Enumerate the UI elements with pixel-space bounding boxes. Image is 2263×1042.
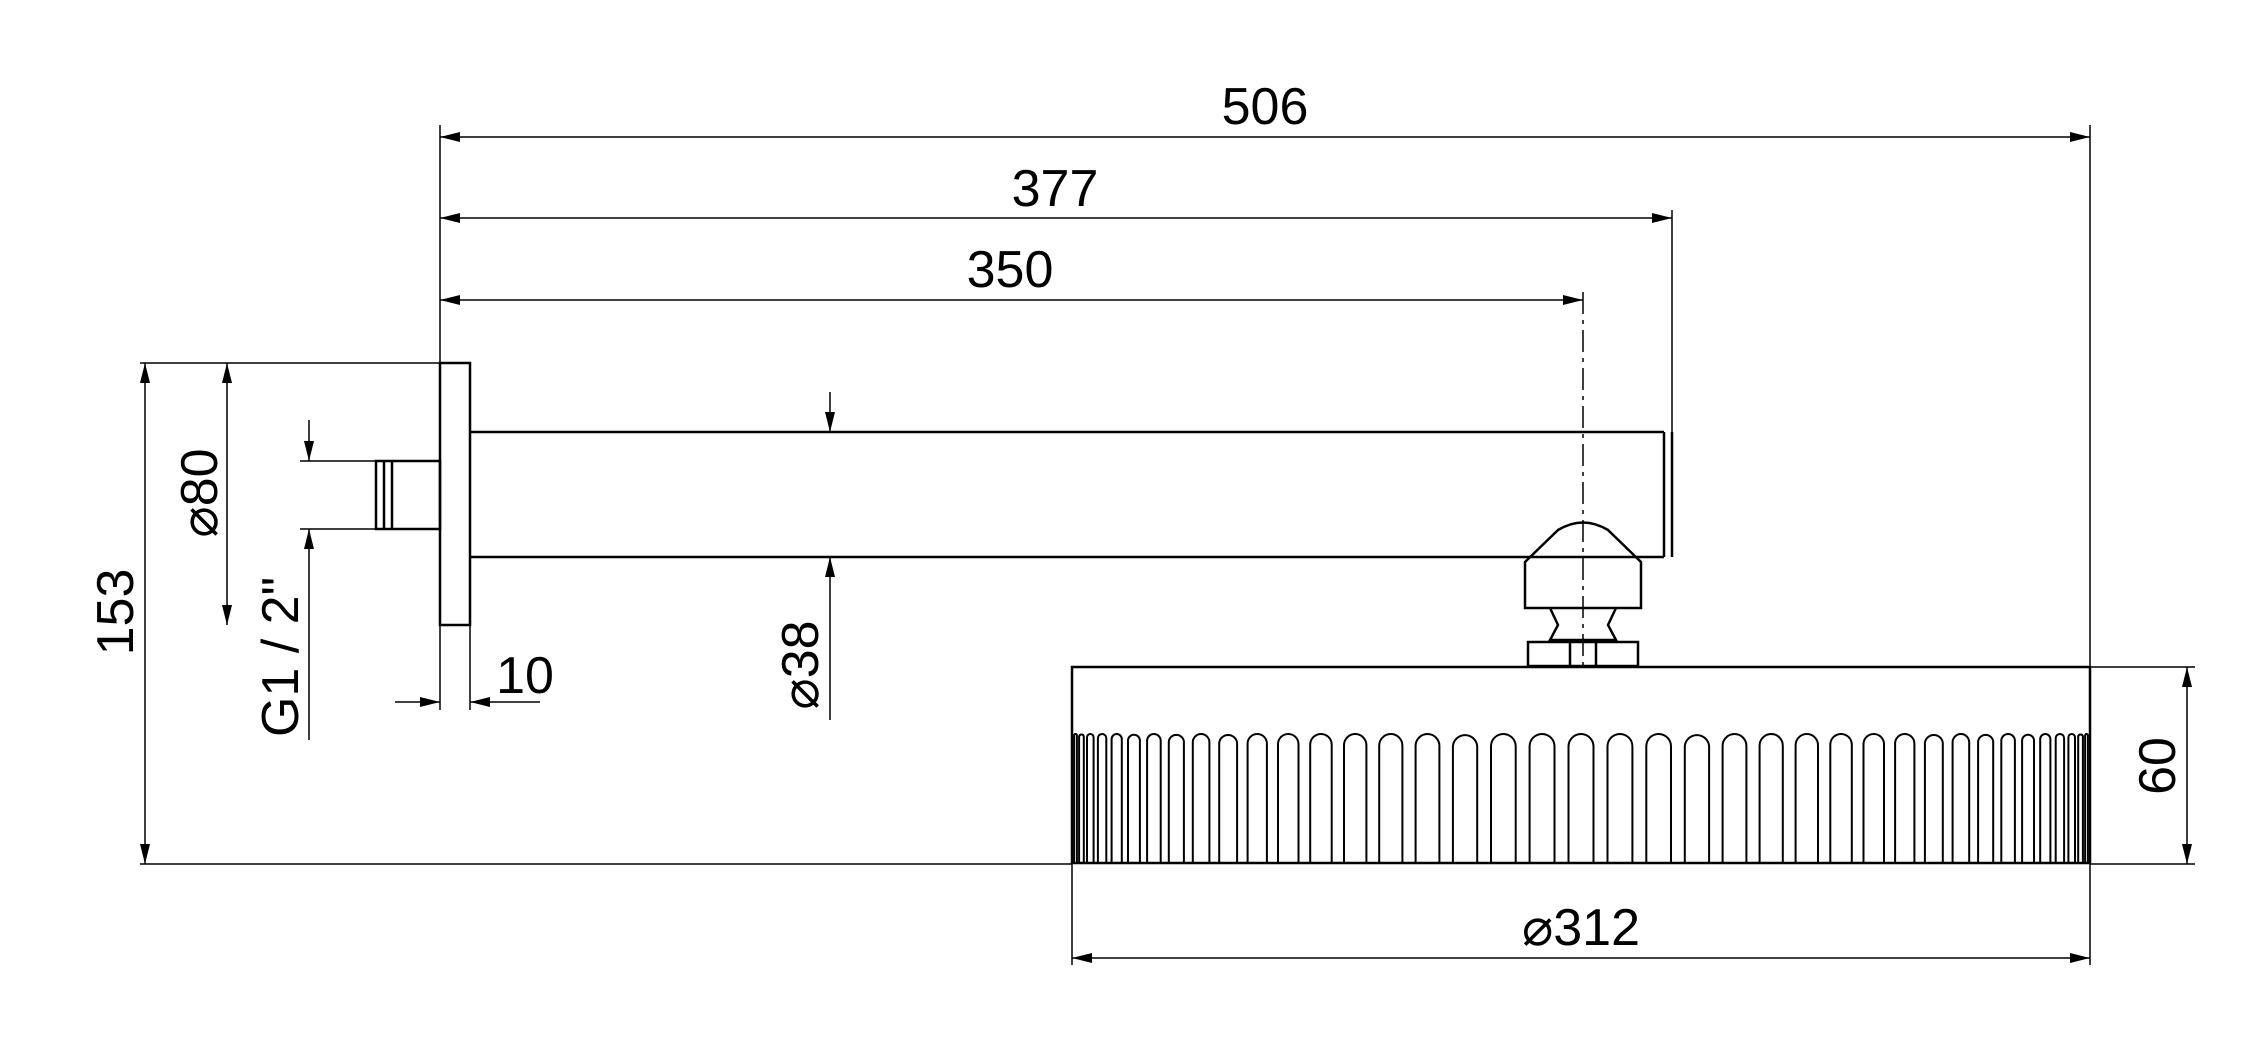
- dim-text-377: 377: [1012, 160, 1099, 218]
- dim-text-506: 506: [1222, 78, 1309, 136]
- shower-head-rib: [1683, 734, 1711, 864]
- shower-head-rib: [2067, 733, 2076, 864]
- shower-head-rib: [2021, 733, 2035, 864]
- shower-head-rib: [2077, 733, 2084, 864]
- shower-head-rib: [2054, 733, 2066, 864]
- shower-head-rib: [1567, 733, 1595, 864]
- shower-head-rib: [1167, 733, 1185, 864]
- shower-head-rib: [1127, 733, 1141, 864]
- dim-text-10: 10: [496, 647, 554, 705]
- dim-text-350: 350: [967, 241, 1054, 299]
- dim-text-312: ⌀312: [1522, 899, 1640, 957]
- shower-head-ribs: [1073, 732, 2089, 864]
- shower-head-rib: [2000, 733, 2016, 864]
- shower-head-rib: [1073, 733, 1078, 864]
- shower-head-rib: [1829, 733, 1853, 864]
- shower-head-rib: [1378, 733, 1404, 864]
- dim-text-80: ⌀80: [171, 448, 229, 537]
- shower-head-rib: [1794, 733, 1819, 864]
- wall-flange: [438, 361, 472, 627]
- shower-head-rib: [2084, 733, 2089, 864]
- dim-text-38: ⌀38: [772, 620, 830, 709]
- shower-head-rib: [1414, 733, 1441, 864]
- shower-head-rib: [1721, 733, 1748, 864]
- shower-head-rib: [1343, 733, 1368, 864]
- shower-head-rib: [1086, 733, 1095, 864]
- shower-head-rib: [1309, 733, 1333, 864]
- shower-head-rib: [1977, 733, 1995, 864]
- shower-arm: [470, 430, 1674, 559]
- shower-head-rib: [1528, 732, 1556, 864]
- shower-head-rib: [1758, 733, 1784, 864]
- shower-head-rib: [1894, 732, 1916, 864]
- shower-head-rib: [1490, 732, 1517, 864]
- dim-text-thread: G1 / 2": [252, 577, 310, 737]
- shower-head-rib: [1923, 734, 1944, 864]
- shower-head-rib: [2039, 733, 2052, 864]
- shower-head-rib: [1191, 733, 1211, 864]
- shower-head-rib: [1277, 733, 1300, 864]
- shower-head-rib: [1078, 733, 1085, 864]
- shower-head-rib: [1606, 732, 1634, 864]
- shower-head-rib: [1246, 732, 1268, 864]
- shower-head-rib: [1146, 733, 1162, 864]
- dim-text-60: 60: [2129, 737, 2187, 795]
- shower-head-rib: [1218, 734, 1239, 864]
- shower-head-rib: [1645, 732, 1672, 864]
- shower-head-rib: [1110, 733, 1123, 864]
- shower-head-rib: [1862, 733, 1885, 864]
- shower-head-rib: [1451, 734, 1479, 864]
- dim-text-153: 153: [87, 569, 145, 656]
- shower-head-body: [1070, 665, 2092, 865]
- shower-head-rib: [1951, 733, 1971, 864]
- shower-head-rib: [1096, 733, 1108, 864]
- thread-connector: [374, 459, 442, 531]
